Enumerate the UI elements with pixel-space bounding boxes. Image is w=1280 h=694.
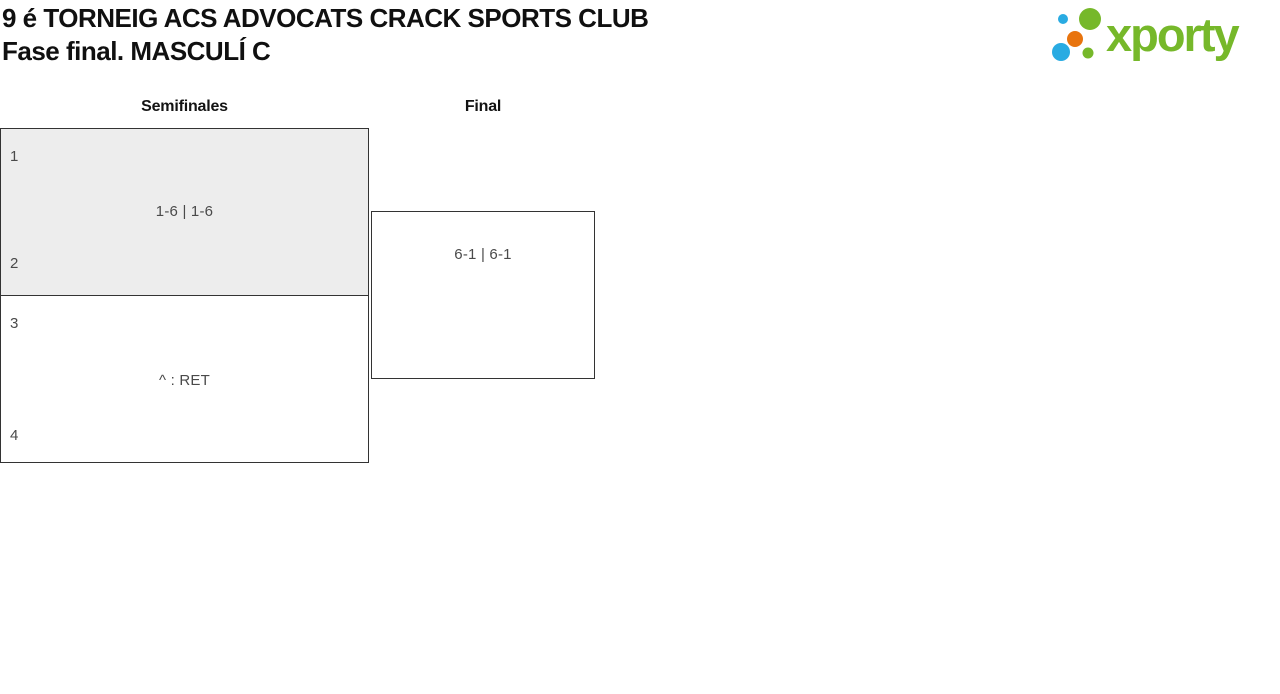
seed-label: 3 <box>10 315 19 332</box>
match-score: 1-6 | 1-6 <box>155 203 214 220</box>
page-title: 9 é TORNEIG ACS ADVOCATS CRACK SPORTS CL… <box>2 2 649 68</box>
phase-name: Fase final. MASCULÍ C <box>2 36 271 66</box>
logo-dot-green-small <box>1082 47 1094 59</box>
match-box-semifinal-1[interactable]: 1 1-6 | 1-6 2 <box>0 128 369 295</box>
logo-dot-blue-small <box>1058 14 1068 24</box>
match-score: 6-1 | 6-1 <box>454 246 512 263</box>
round-header-final: Final <box>464 98 502 115</box>
tournament-name: 9 é TORNEIG ACS ADVOCATS CRACK SPORTS CL… <box>2 3 649 33</box>
logo-dot-green-large <box>1079 8 1101 30</box>
logo-dot-orange <box>1067 31 1083 47</box>
seed-label: 2 <box>10 255 19 272</box>
match-box-semifinal-2[interactable]: 3 ^ : RET 4 <box>0 295 369 463</box>
match-box-final[interactable]: 6-1 | 6-1 <box>371 211 595 379</box>
logo-wordmark: xporty <box>1106 8 1240 61</box>
seed-label: 1 <box>10 148 19 165</box>
round-header-semifinales: Semifinales <box>141 98 228 115</box>
seed-label: 4 <box>10 427 19 444</box>
match-score: ^ : RET <box>159 372 210 389</box>
xporty-logo[interactable]: xporty <box>1044 4 1272 72</box>
logo-dot-blue-large <box>1052 43 1070 61</box>
